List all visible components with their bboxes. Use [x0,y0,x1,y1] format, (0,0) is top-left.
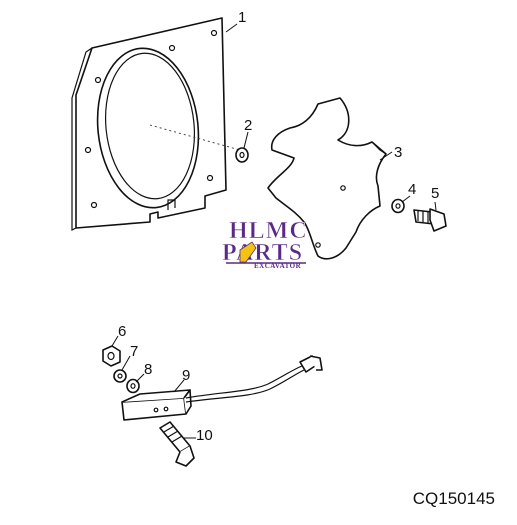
callout-5: 5 [431,185,439,202]
callout-3: 3 [394,144,402,161]
sensor-assembly [121,355,323,421]
callout-4: 4 [408,181,416,198]
excavator-arm-icon [239,241,257,263]
washer [235,147,249,163]
callout-10: 10 [196,427,213,444]
mounting-plate [71,17,227,231]
callout-1: 1 [238,9,246,26]
leader-lines [111,23,437,439]
lock-washer-small [113,369,127,383]
callout-8: 8 [144,361,152,378]
watermark-line2: PARTS [222,240,303,266]
watermark-line3: EXCAVATOR [254,262,302,270]
bolt [159,421,195,467]
axis-line [149,124,241,151]
cap-screw [413,208,447,232]
callout-2: 2 [244,117,252,134]
hex-nut [102,345,121,367]
watermark-line1: HLMC [229,218,308,244]
flat-washer-small [126,378,140,394]
callout-7: 7 [130,343,138,360]
callout-6: 6 [118,323,126,340]
watermark-logo: HLMC PARTS EXCAVATOR [222,218,308,270]
figure-code: CQ150145 [412,489,495,508]
lock-washer [391,198,405,214]
lobed-cover [267,97,387,260]
callout-9: 9 [182,367,190,384]
